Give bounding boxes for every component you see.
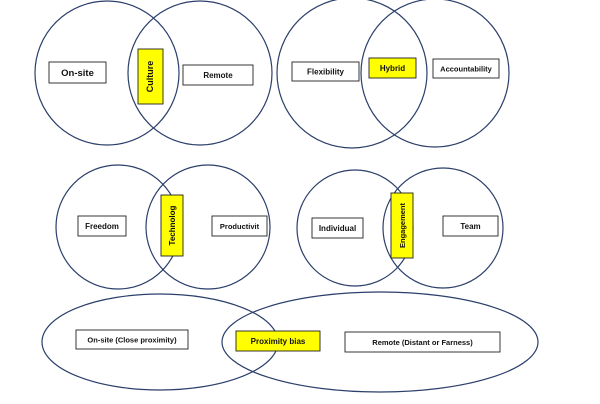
circle-team (382, 167, 504, 289)
label-box-accountability (432, 58, 500, 79)
venn-onsite-remote: On-site Culture Remote (34, 0, 273, 146)
circle-productivity (145, 164, 271, 290)
circle-flexibility (276, 0, 428, 149)
label-box-team (442, 215, 499, 237)
label-box-remote (182, 64, 254, 86)
label-individual: Individual (319, 224, 356, 233)
label-freedom: Freedom (85, 222, 119, 231)
label-hybrid: Hybrid (380, 64, 405, 73)
venn-freedom-productivity: Freedom Technolog Productivit (55, 164, 271, 290)
overlap-box-hybrid (368, 57, 417, 79)
label-proximity-bias: Proximity bias (251, 337, 306, 346)
label-culture: Culture (145, 61, 155, 93)
label-accountability: Accountability (440, 65, 493, 74)
overlap-box-engagement (390, 192, 414, 259)
venn-flexibility-accountability: Flexibility Hybrid Accountability (276, 0, 510, 149)
label-team: Team (460, 222, 480, 231)
circle-onsite (34, 0, 180, 146)
circle-remote (127, 0, 273, 146)
label-remote-distant: Remote (Distant or Farness) (372, 338, 473, 347)
label-productivity: Productivit (220, 222, 260, 231)
label-box-individual (311, 217, 364, 239)
label-box-onsite (48, 61, 107, 84)
label-onsite: On-site (61, 68, 94, 79)
label-technology: Technolog (168, 205, 177, 245)
label-flexibility: Flexibility (307, 68, 344, 77)
label-box-productivity (211, 215, 268, 237)
overlap-box-proximity-bias (235, 330, 321, 352)
venn-individual-team: Individual Engagement Team (296, 167, 504, 289)
overlap-box-culture (137, 48, 164, 105)
overlap-box-technology (160, 194, 184, 257)
label-box-flexibility (291, 61, 360, 82)
label-box-onsite-close (75, 329, 189, 350)
label-engagement: Engagement (398, 202, 407, 248)
label-remote: Remote (203, 71, 233, 80)
label-onsite-close: On-site (Close proximity) (87, 336, 177, 345)
ellipse-remote-distant (221, 291, 539, 393)
label-box-remote-distant (344, 331, 501, 353)
venn-proximity: On-site (Close proximity) Proximity bias… (41, 291, 539, 393)
circle-accountability (360, 0, 510, 148)
label-box-freedom (77, 215, 127, 237)
